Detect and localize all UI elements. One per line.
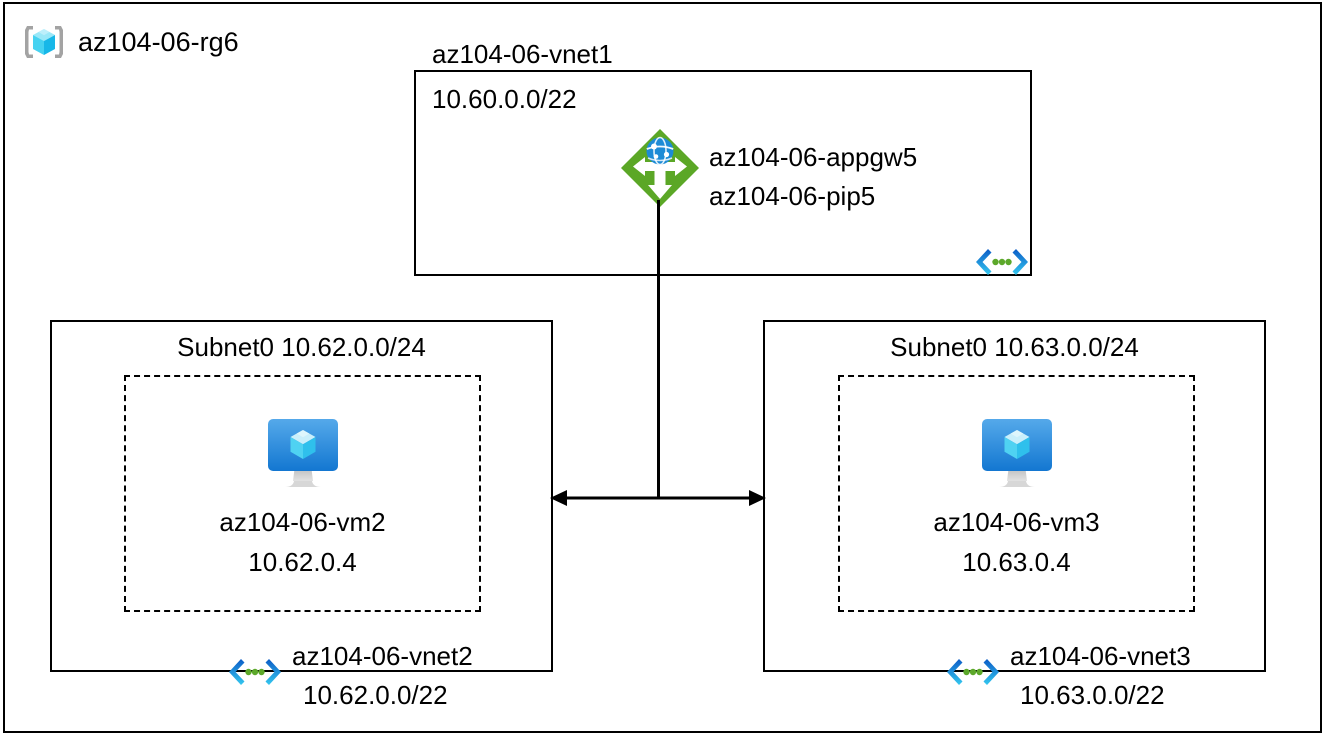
vnet1-box (414, 70, 1032, 276)
vm2-virtual-machine-icon[interactable] (260, 415, 346, 491)
bidirectional-peering-arrow (550, 490, 766, 506)
vnet3-virtual-network-icon[interactable] (944, 656, 1002, 688)
vnet2-subnet-box (124, 375, 481, 612)
vm3-virtual-machine-icon[interactable] (974, 415, 1060, 491)
vnet2-address-space: 10.62.0.0/22 (303, 680, 448, 710)
vnet3-box (763, 320, 1266, 672)
vnet1-address-space: 10.60.0.0/22 (432, 84, 577, 114)
vnet1-virtual-network-icon[interactable] (973, 246, 1031, 278)
vnet3-subnet-title: Subnet0 10.63.0.0/24 (890, 332, 1139, 362)
resource-group-name: az104-06-rg6 (78, 26, 239, 57)
application-gateway-icon[interactable] (619, 127, 701, 209)
vm2-ip: 10.62.0.4 (248, 547, 357, 577)
resource-group-cube-icon (22, 20, 66, 64)
appgw-label-line1: az104-06-appgw5 (709, 142, 918, 172)
appgw-label-line2: az104-06-pip5 (709, 181, 876, 211)
vnet2-box (50, 320, 553, 672)
vnet3-subnet-box (838, 375, 1195, 612)
vnet1-title: az104-06-vnet1 (432, 39, 613, 69)
vnet2-subnet-title: Subnet0 10.62.0.0/24 (177, 332, 426, 362)
vnet3-name: az104-06-vnet3 (1010, 641, 1191, 671)
gateway-trunk-line (657, 200, 660, 498)
vnet3-address-space: 10.63.0.0/22 (1020, 680, 1165, 710)
vnet2-virtual-network-icon[interactable] (226, 656, 284, 688)
vnet2-name: az104-06-vnet2 (292, 641, 473, 671)
resource-group-header: az104-06-rg6 (22, 20, 239, 64)
vm3-ip: 10.63.0.4 (962, 547, 1071, 577)
vm3-name: az104-06-vm3 (933, 507, 1100, 537)
vm2-name: az104-06-vm2 (219, 507, 386, 537)
